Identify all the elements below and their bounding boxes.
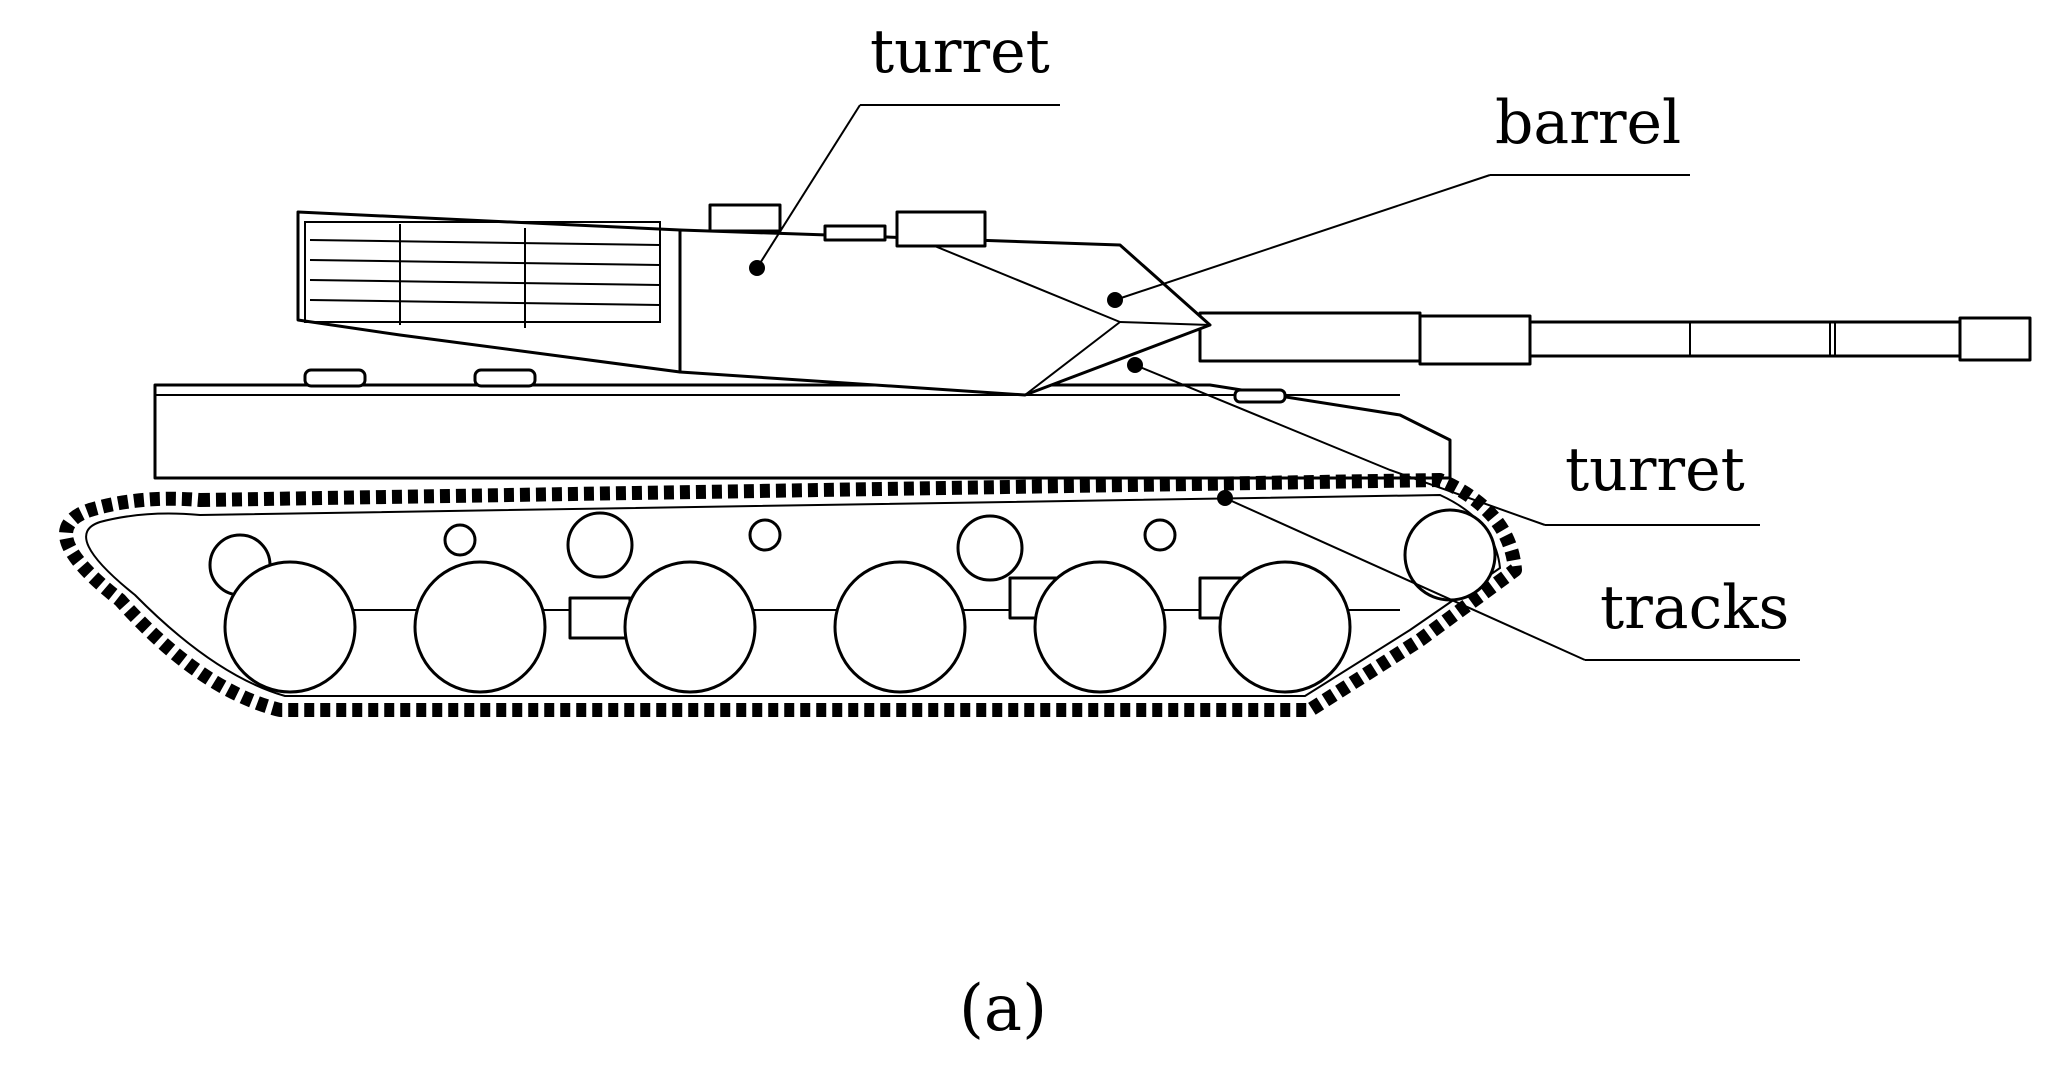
turret [296, 203, 1212, 397]
label-barrel-text: barrel [1495, 88, 1681, 158]
label-tracks-text: tracks [1600, 573, 1789, 643]
hull [153, 368, 1452, 480]
label-barrel: barrel [1107, 88, 1690, 308]
label-turret-top-text: turret [870, 17, 1050, 87]
figure-caption: (a) [959, 972, 1047, 1046]
label-turret-lower: turret [1127, 357, 1760, 526]
running-gear [208, 508, 1497, 694]
label-tracks: tracks [1217, 490, 1800, 661]
label-turret-top: turret [749, 17, 1060, 276]
barrel [1198, 311, 2032, 366]
label-turret-lower-text: turret [1565, 435, 1745, 505]
